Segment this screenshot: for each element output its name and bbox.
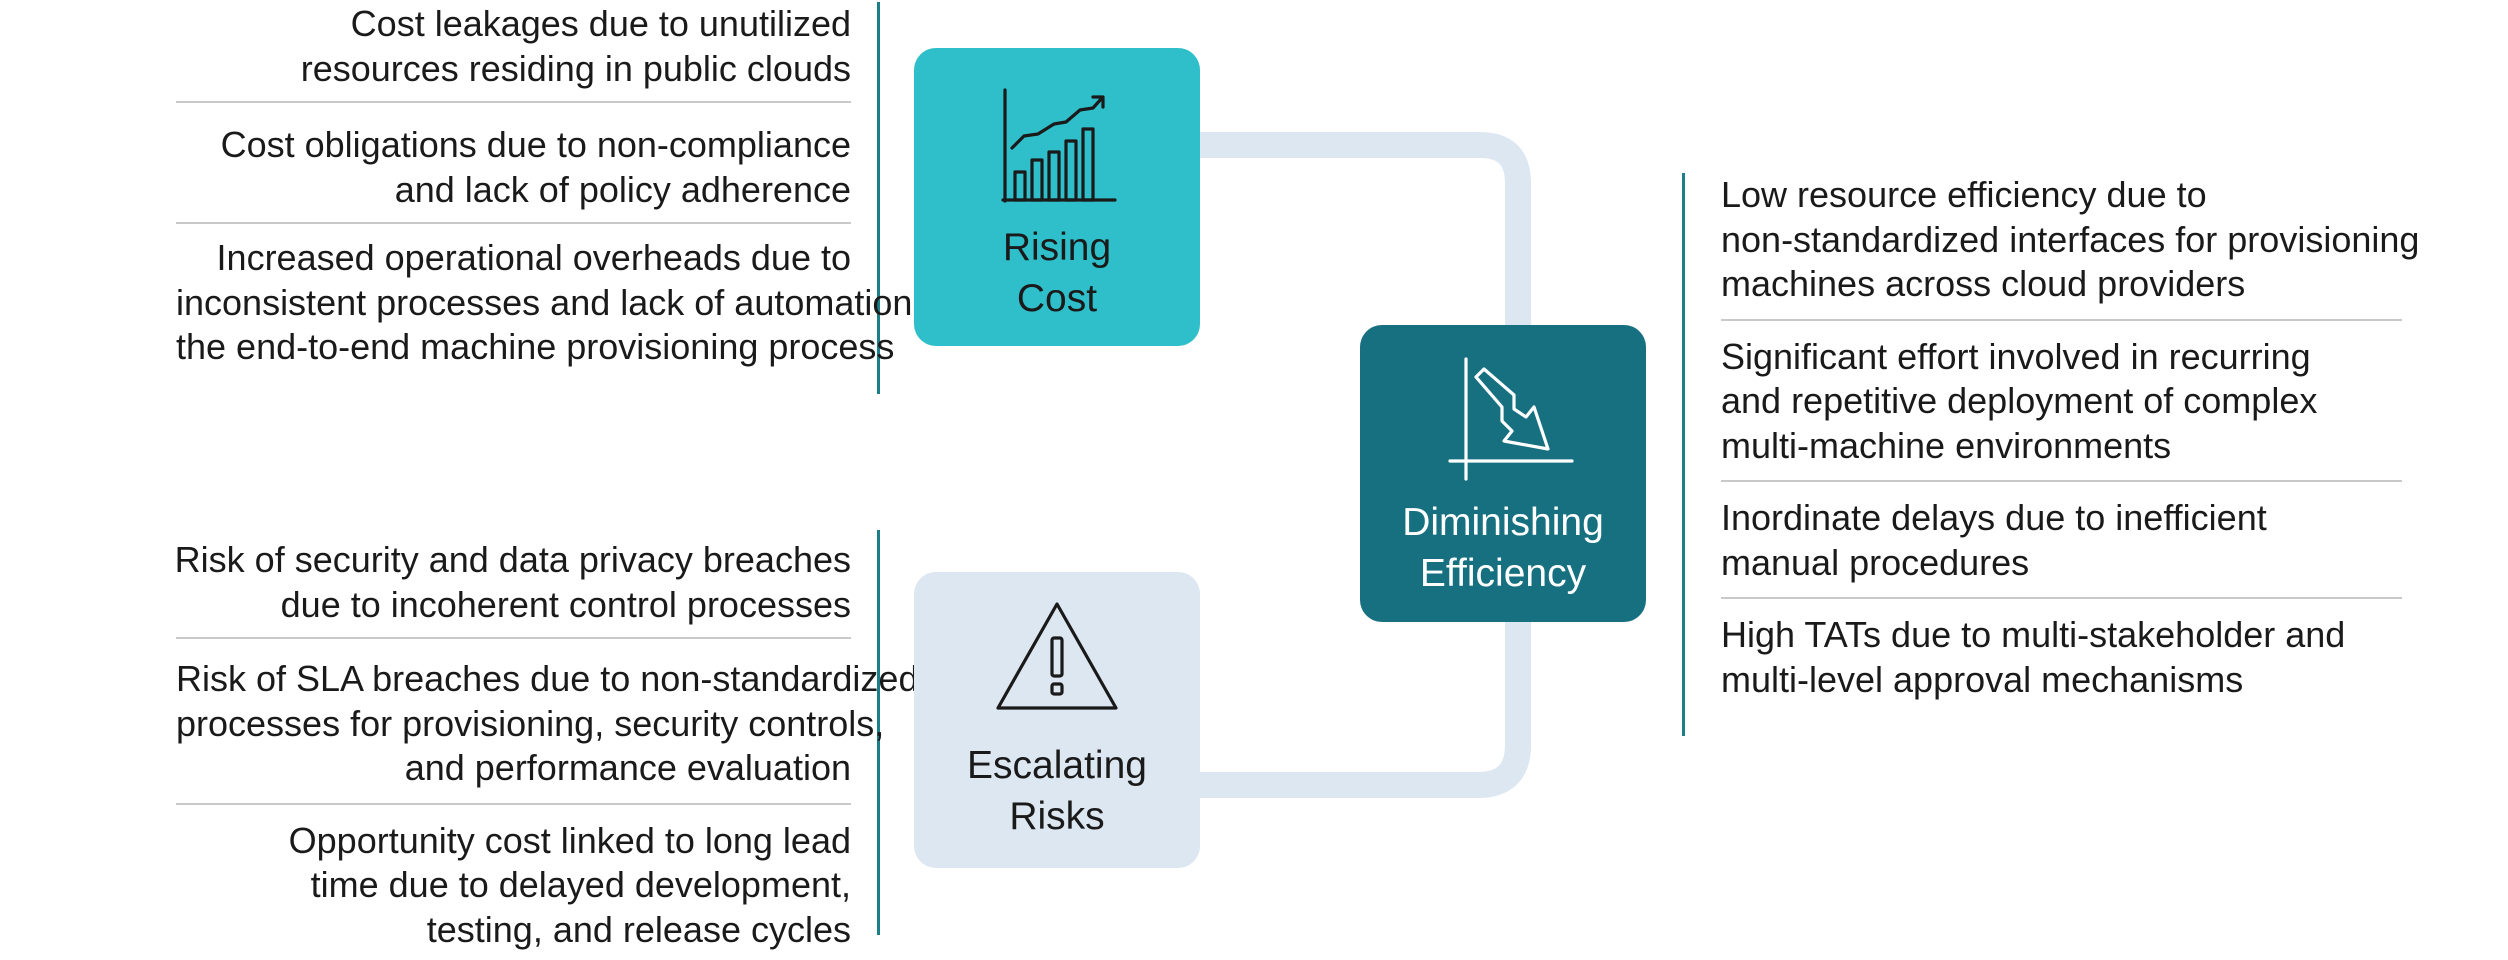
rising-bar-chart-icon [1001,88,1117,203]
list-item: Inordinate delays due to inefficient man… [1721,480,2402,597]
item-text: and lack of policy adherence [394,168,851,210]
list-item: High TATs due to multi-stakeholder and m… [1721,597,2402,702]
item-text: time due to delayed development, [310,864,851,905]
item-text: Inordinate delays due to inefficient [1721,497,2267,538]
item-text: Risk of security and data privacy breach… [174,539,851,580]
list-item: Increased operational overheads due to i… [176,222,951,370]
item-text: Risk of SLA breaches due to non-standard… [176,658,919,699]
item-text: testing, and release cycles [426,908,851,950]
diminishing-efficiency-label: Diminishing Efficiency [1360,497,1646,599]
list-item: Cost obligations due to non-compliance a… [176,101,851,222]
list-item: Risk of security and data privacy breach… [10,530,851,637]
label-line: Diminishing [1402,501,1604,544]
label-line: Risks [1009,795,1105,838]
label-line: Rising [1002,226,1112,269]
diminishing-efficiency-list: Low resource efficiency due to non-stand… [1682,173,2502,736]
label-line: Efficiency [1419,552,1587,595]
list-item: Risk of SLA breaches due to non-standard… [176,637,919,803]
escalating-risks-list: Risk of security and data privacy breach… [10,530,919,950]
label-line: Escalating [967,744,1147,787]
item-text: Increased operational overheads due to [216,237,851,278]
declining-trend-icon [1448,357,1574,481]
item-text: non-standardized interfaces for provisio… [1721,218,2420,260]
rising-cost-list: Cost leakages due to unutilized resource… [10,2,951,394]
item-text: Opportunity cost linked to long lead [288,819,851,861]
item-text: High TATs due to multi-stakeholder and [1721,614,2346,655]
item-text: and performance evaluation [404,747,851,788]
item-text: due to incoherent control processes [280,583,851,625]
rising-cost-label: Rising Cost [914,222,1200,324]
escalating-risks-label: Escalating Risks [914,740,1200,842]
item-text: machines across cloud providers [1721,263,2246,304]
diminishing-efficiency-box: Diminishing Efficiency [1360,325,1646,622]
escalating-risks-box: Escalating Risks [914,572,1200,868]
item-text: resources residing in public clouds [300,47,851,89]
list-item: Opportunity cost linked to long lead tim… [176,802,851,953]
item-text: the end-to-end machine provisioning proc… [176,326,895,367]
list-item: Low resource efficiency due to non-stand… [1721,173,2478,319]
item-text: Cost leakages due to unutilized [350,3,851,44]
item-text: processes for provisioning, security con… [176,702,885,744]
item-text: inconsistent processes and lack of autom… [176,281,951,323]
item-text: and repetitive deployment of complex [1721,380,2318,421]
warning-icon [996,602,1118,710]
rising-cost-box: Rising Cost [914,48,1200,346]
list-item: Cost leakages due to unutilized resource… [10,2,851,101]
item-text: multi-level approval mechanisms [1721,658,2244,700]
label-line: Cost [1016,277,1098,320]
item-text: Cost obligations due to non-compliance [220,124,851,165]
item-text: Low resource efficiency due to [1721,174,2207,215]
item-text: manual procedures [1721,541,2030,583]
item-text: multi-machine environments [1721,424,2172,466]
list-item: Significant effort involved in recurring… [1721,318,2402,481]
item-text: Significant effort involved in recurring [1721,335,2311,377]
